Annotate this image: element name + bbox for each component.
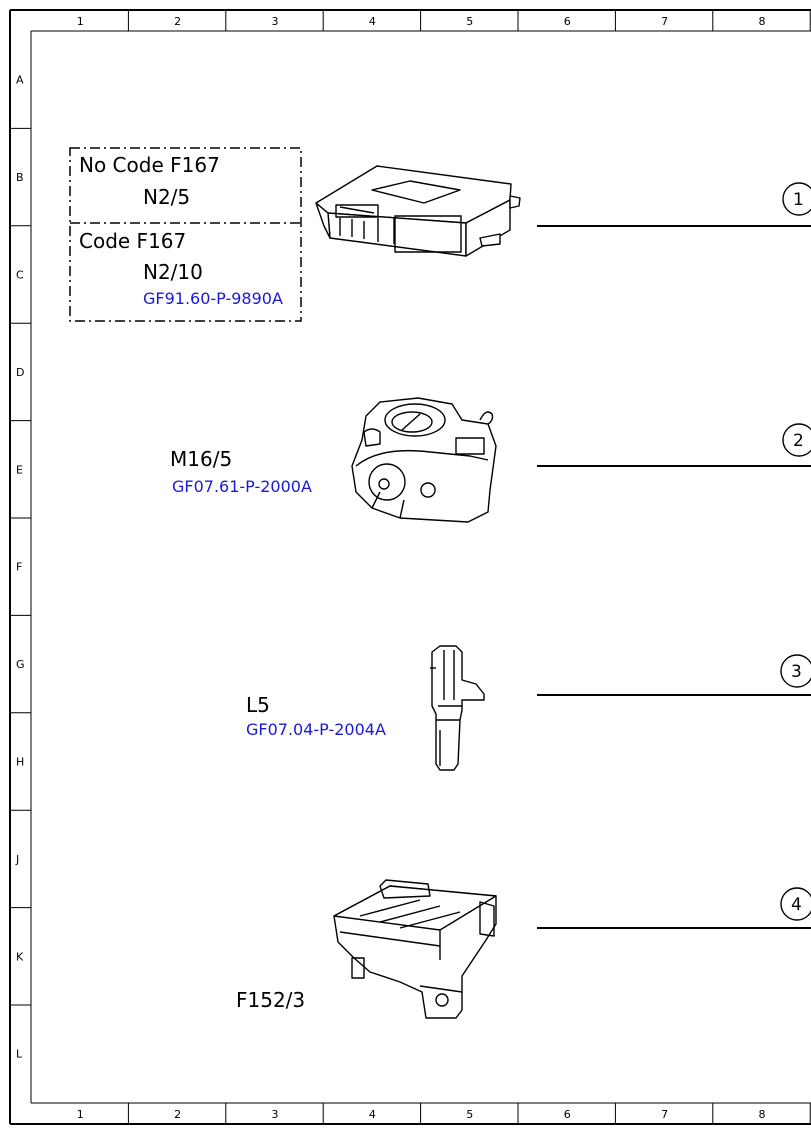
- row-label: A: [16, 74, 24, 87]
- l5-label: L5: [246, 693, 270, 717]
- column-label-bottom: 1: [77, 1108, 84, 1121]
- f152-3-label: F152/3: [236, 988, 306, 1012]
- row-label: G: [16, 658, 25, 671]
- column-label-top: 6: [564, 15, 571, 28]
- column-label-bottom: 8: [759, 1108, 766, 1121]
- column-label-bottom: 3: [272, 1108, 279, 1121]
- svg-text:3: 3: [791, 662, 802, 682]
- column-labels-bottom: 1 2 3 4 5 6 7 8: [77, 1108, 766, 1121]
- row-label: F: [16, 561, 22, 574]
- actuator-illustration: [351, 397, 497, 523]
- code-part: N2/10: [143, 260, 203, 284]
- code-title: Code F167: [79, 229, 187, 253]
- column-label-top: 7: [661, 15, 668, 28]
- column-label-top: 1: [77, 15, 84, 28]
- svg-text:4: 4: [791, 895, 802, 915]
- column-labels-top: 1 2 3 4 5 6 7 8: [77, 15, 766, 28]
- row-label: K: [16, 950, 24, 963]
- callout-2: 2: [782, 423, 811, 457]
- column-label-bottom: 4: [369, 1108, 376, 1121]
- column-label-bottom: 2: [174, 1108, 181, 1121]
- row-label: D: [16, 366, 24, 379]
- row-label: H: [16, 756, 24, 769]
- svg-text:2: 2: [793, 431, 804, 451]
- row-label: B: [16, 171, 24, 184]
- column-label-top: 4: [369, 15, 376, 28]
- sensor-illustration: [430, 645, 485, 771]
- l5-ref-link[interactable]: GF07.04-P-2004A: [246, 720, 386, 739]
- row-label: E: [16, 463, 23, 476]
- column-label-top: 2: [174, 15, 181, 28]
- callout-3: 3: [780, 654, 811, 688]
- no-code-title: No Code F167: [79, 153, 220, 177]
- column-label-bottom: 6: [564, 1108, 571, 1121]
- row-grid-ticks: [10, 127, 31, 1006]
- no-code-part: N2/5: [143, 185, 191, 209]
- column-label-top: 3: [272, 15, 279, 28]
- column-label-top: 5: [466, 15, 473, 28]
- svg-text:1: 1: [793, 190, 804, 210]
- column-grid-ticks: [127, 10, 811, 1124]
- m16-5-ref-link[interactable]: GF07.61-P-2000A: [172, 477, 312, 496]
- code-ref-link[interactable]: GF91.60-P-9890A: [143, 289, 283, 308]
- row-label: L: [16, 1048, 23, 1061]
- m16-5-label: M16/5: [170, 447, 233, 471]
- leader-lines: [537, 225, 811, 929]
- control-unit-illustration: [315, 165, 521, 257]
- fuse-box-illustration: [333, 879, 497, 1019]
- column-label-bottom: 7: [661, 1108, 668, 1121]
- callout-4: 4: [780, 887, 811, 921]
- column-label-bottom: 5: [466, 1108, 473, 1121]
- row-label: C: [16, 269, 24, 282]
- callout-1: 1: [782, 182, 811, 216]
- row-labels: A B C D E F G H J K L: [15, 74, 25, 1061]
- row-label: J: [15, 853, 19, 866]
- column-label-top: 8: [759, 15, 766, 28]
- code-box-frame: [69, 147, 302, 322]
